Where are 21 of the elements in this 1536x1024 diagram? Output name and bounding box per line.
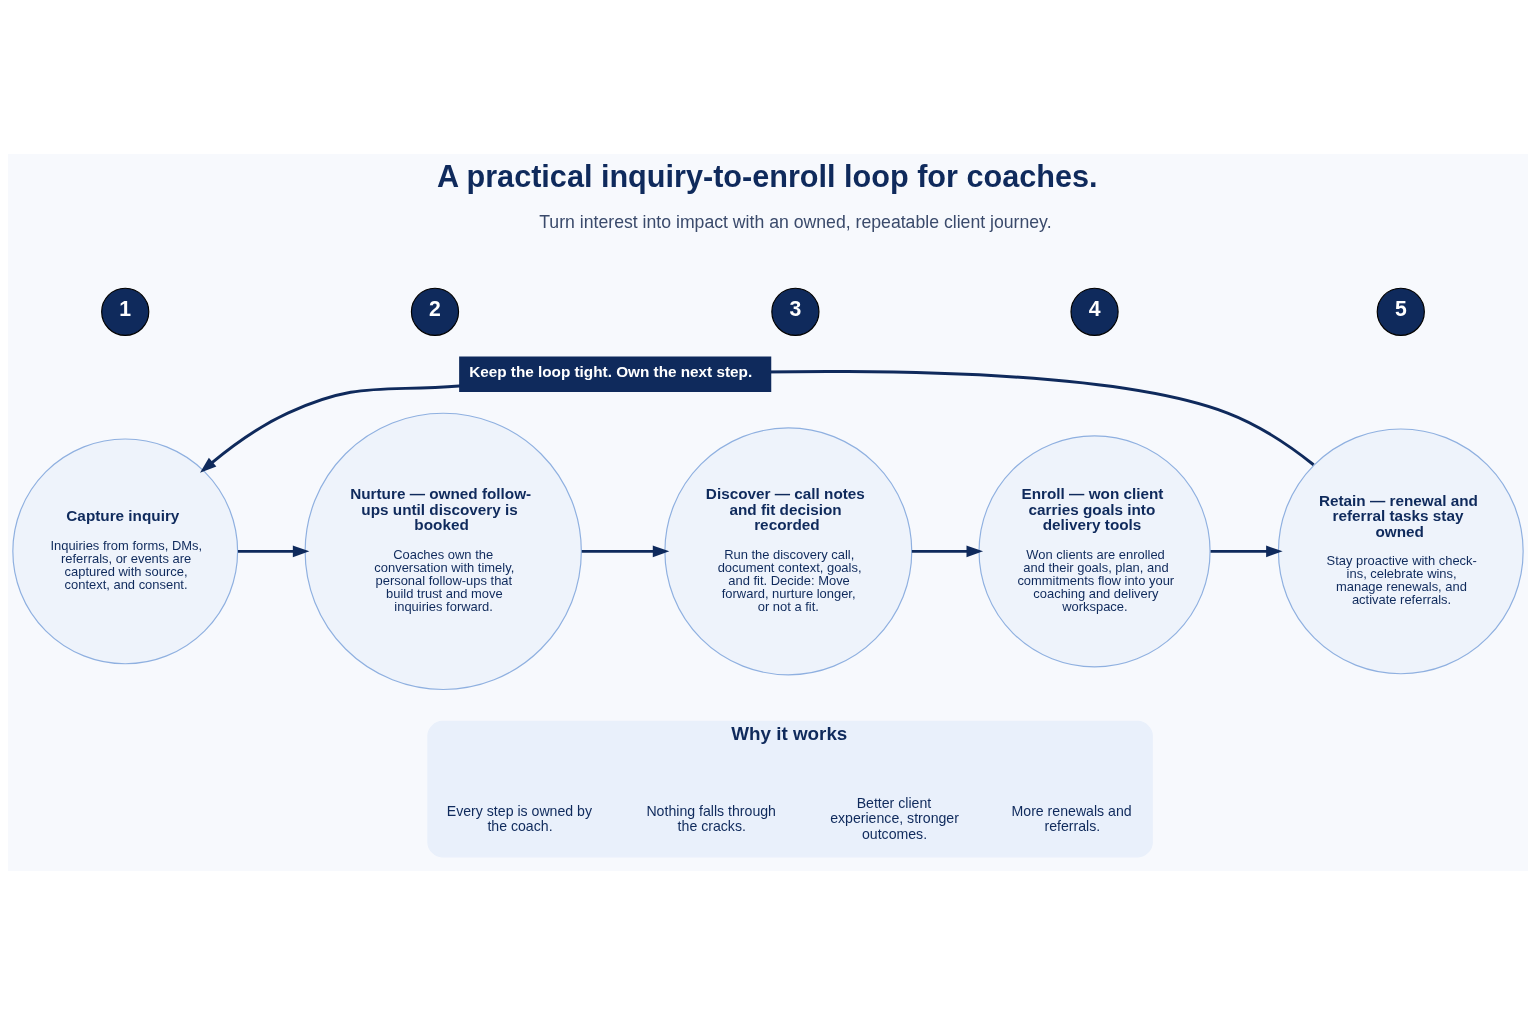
node-circle: Capture inquiry Inquiries from forms, DMs, referrals, or events are captured with source, context, and consent. [12, 437, 239, 664]
node-circle: 1 [101, 287, 150, 336]
node-text: Every step is owned by the coach. [446, 802, 593, 834]
node-text: Better client experience, stronger outcomes. [830, 794, 959, 842]
node-circle: Discover — call notes and fit decision recorded Run the discovery call, document context, goals, and fit. Decide: Move forward, nurture longer, or not a fit. [664, 426, 913, 675]
edge-label: Keep the loop tight. Own the next step. [469, 362, 753, 380]
node-circle: 3 [771, 287, 820, 336]
node-circle: 4 [1070, 287, 1119, 336]
arrow [237, 545, 310, 557]
arrow [1210, 545, 1283, 557]
node-circle: Enroll — won client carries goals into delivery tools Won clients are enrolled and their goals, plan, and commitments flow into your coaching and delivery workspace. [978, 434, 1211, 667]
arrow [581, 545, 670, 557]
diagram-title: A practical inquiry-to-enroll loop for coaches. [437, 158, 1098, 193]
node-text: More renewals and referrals. [1011, 802, 1132, 834]
node-text: Nothing falls through the cracks. [646, 802, 776, 834]
label: Turn interest into impact with an owned, repeatable client journey. [539, 211, 1052, 232]
node-circle: Nurture — owned follow-ups until discovery is booked Coaches own the conversation with timely, personal follow-ups that build trust and move inquiries forward. [304, 412, 582, 690]
node-circle: Retain — renewal and referral tasks stay owned Stay proactive with check-ins, celebrate wins, manage renewals, and activate referrals. [1277, 427, 1524, 674]
arrow [911, 545, 983, 557]
node-circle: 2 [410, 287, 460, 336]
node-circle: 5 [1376, 287, 1425, 336]
